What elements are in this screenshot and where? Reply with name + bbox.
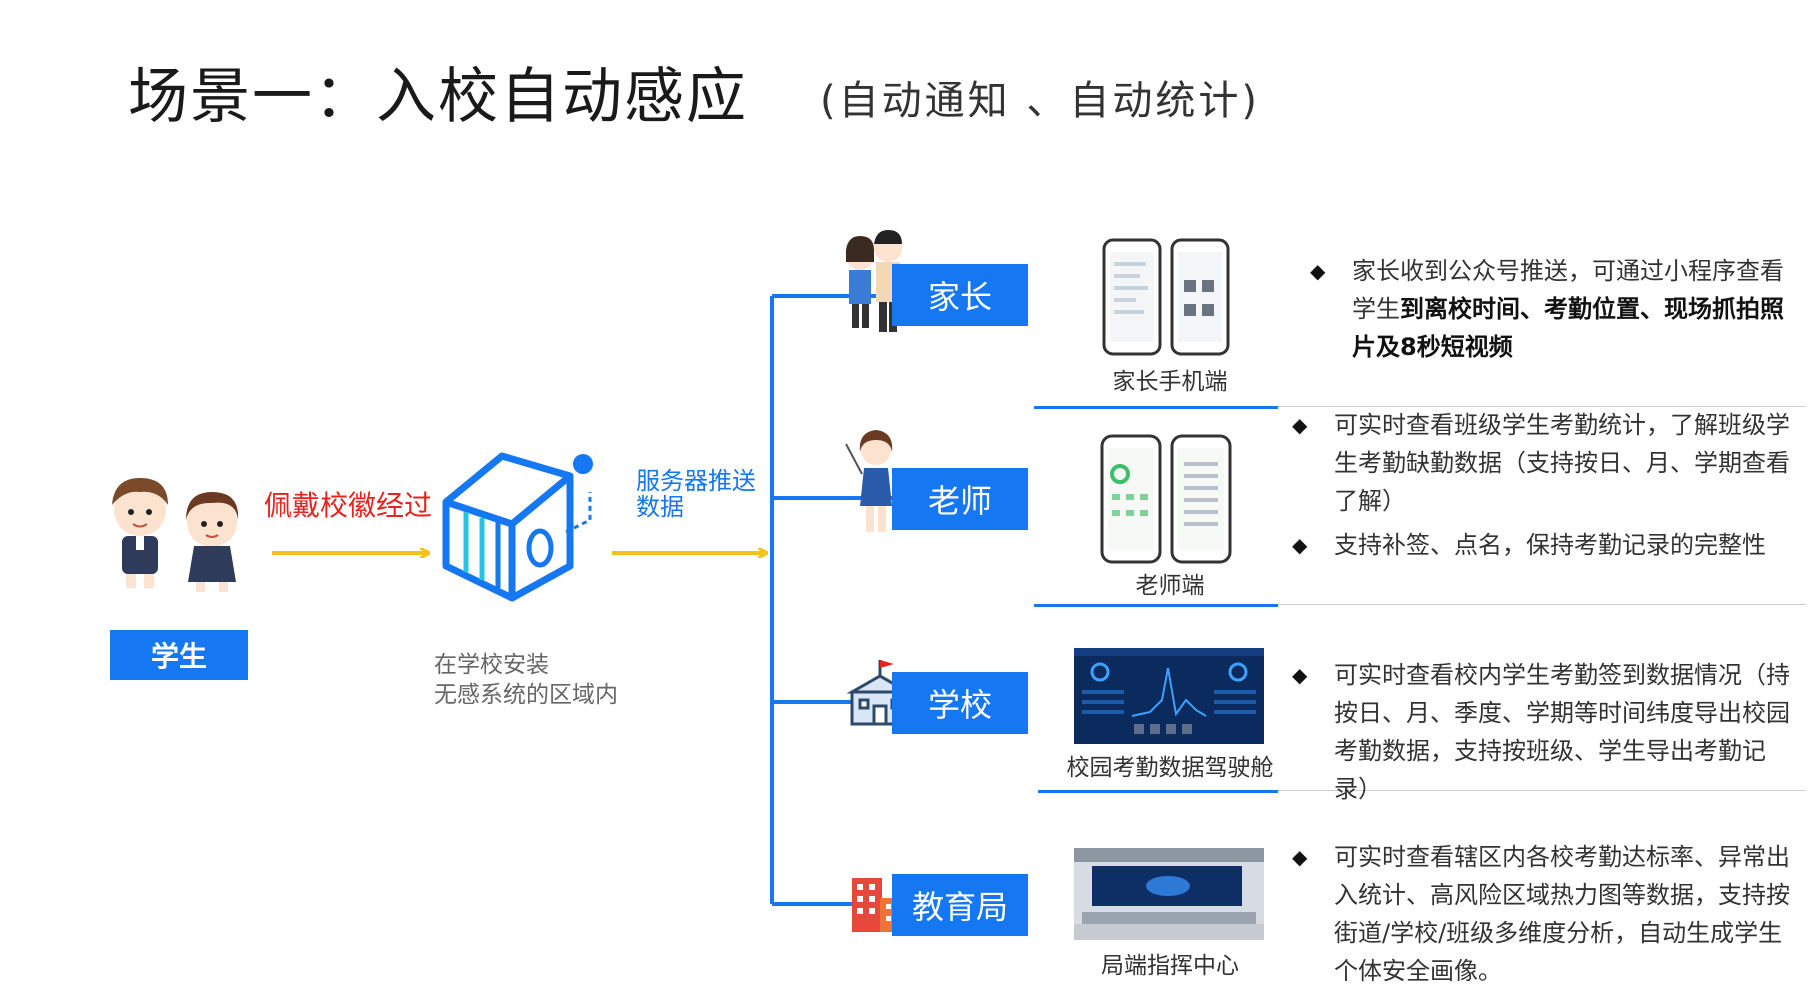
separator-gray-3 [1278,790,1806,791]
diamond-bullet-icon: ◆ [1292,533,1308,557]
dashboard-image [1074,648,1264,744]
server-push-line2: 数据 [636,493,684,521]
desc-bullet-item: ◆ 可实时查看辖区内各校考勤达标率、异常出入统计、高风险区域热力图等数据，支持按街… [1292,838,1794,990]
student-label-box: 学生 [110,630,248,680]
desc-text: 可实时查看班级学生考勤统计，了解班级学生考勤缺勤数据（支持按日、月、学期查看了解… [1334,406,1794,520]
teacher-icon [845,430,893,532]
desc-text-part: 支持补签、点名，保持考勤记录的完整性 [1334,531,1766,559]
desc-parent: ◆ 家长收到公众号推送，可通过小程序查看学生到离校时间、考勤位置、现场抓拍照片及8… [1310,252,1794,366]
branch-label-school: 学校 [927,686,992,724]
install-note-line1: 在学校安装 [434,652,549,678]
desc-school: ◆ 可实时查看校内学生考勤签到数据情况（持按日、月、季度、学期等时间纬度导出校园考… [1292,656,1794,808]
caption-teacher: 老师端 [1135,573,1205,599]
separator-gray-1 [1278,406,1806,407]
separator-blue-2 [1034,604,1278,607]
branch-box-teacher: 老师 [892,468,1028,530]
desc-bullet-item: ◆ 可实时查看班级学生考勤统计，了解班级学生考勤缺勤数据（支持按日、月、学期查看了… [1292,406,1794,520]
caption-school: 校园考勤数据驾驶舱 [1066,755,1274,781]
desc-text: 支持补签、点名，保持考勤记录的完整性 [1334,526,1766,564]
parent-phones-image [1102,238,1230,356]
branch-lines [770,294,900,906]
sensor-device-icon [442,452,592,602]
student-label: 学生 [150,640,207,673]
teacher-phones-image [1100,434,1232,564]
install-note: 在学校安装 无感系统的区域内 [434,650,618,710]
caption-parent: 家长手机端 [1112,369,1228,395]
diamond-bullet-icon: ◆ [1310,259,1326,283]
branch-box-parent: 家长 [892,264,1028,326]
separator-blue-1 [1034,406,1278,409]
branch-label-bureau: 教育局 [911,888,1008,926]
diamond-bullet-icon: ◆ [1292,413,1308,437]
desc-bullet-item: ◆ 支持补签、点名，保持考勤记录的完整性 [1292,526,1794,564]
branch-box-bureau: 教育局 [892,874,1028,936]
desc-text-bold: 到离校时间、考勤位置、现场抓拍照片及8秒短视频 [1352,295,1784,361]
desc-text: 家长收到公众号推送，可通过小程序查看学生到离校时间、考勤位置、现场抓拍照片及8秒… [1352,252,1794,366]
desc-text: 可实时查看校内学生考勤签到数据情况（持按日、月、季度、学期等时间纬度导出校园考勤… [1334,656,1794,808]
desc-text-part: 家长收到公众号推送，可通过小程序查看学生 [1352,257,1784,323]
desc-teacher: ◆ 可实时查看班级学生考勤统计，了解班级学生考勤缺勤数据（支持按日、月、学期查看了… [1292,406,1794,564]
desc-text-part: 可实时查看班级学生考勤统计，了解班级学生考勤缺勤数据（支持按日、月、学期查看了解… [1334,411,1790,515]
branch-box-school: 学校 [892,672,1028,734]
desc-bullet-item: ◆ 可实时查看校内学生考勤签到数据情况（持按日、月、季度、学期等时间纬度导出校园考… [1292,656,1794,808]
caption-bureau: 局端指挥中心 [1101,953,1239,979]
diamond-bullet-icon: ◆ [1292,663,1308,687]
wear-badge-label: 佩戴校徽经过 [264,489,433,522]
students-illustration-icon [112,478,239,592]
desc-text-part: 可实时查看辖区内各校考勤达标率、异常出入统计、高风险区域热力图等数据，支持按街道… [1334,843,1790,985]
diamond-bullet-icon: ◆ [1292,845,1308,869]
branch-label-parent: 家长 [927,278,992,316]
desc-bullet-item: ◆ 家长收到公众号推送，可通过小程序查看学生到离校时间、考勤位置、现场抓拍照片及8… [1310,252,1794,366]
separator-blue-3 [1038,790,1278,793]
desc-bureau: ◆ 可实时查看辖区内各校考勤达标率、异常出入统计、高风险区域热力图等数据，支持按街… [1292,838,1794,990]
server-push-label: 服务器推送 数据 [636,468,756,520]
page-title: 场景一：入校自动感应 [128,62,748,132]
desc-text-part: 可实时查看校内学生考勤签到数据情况（持按日、月、季度、学期等时间纬度导出校园考勤… [1334,661,1790,803]
install-note-line2: 无感系统的区域内 [434,682,618,708]
separator-gray-2 [1278,604,1806,605]
command-center-image [1074,848,1264,940]
server-push-line1: 服务器推送 [636,467,756,495]
desc-text: 可实时查看辖区内各校考勤达标率、异常出入统计、高风险区域热力图等数据，支持按街道… [1334,838,1794,990]
branch-label-teacher: 老师 [927,482,992,520]
page-subtitle: (自动通知 、自动统计) [820,78,1260,124]
